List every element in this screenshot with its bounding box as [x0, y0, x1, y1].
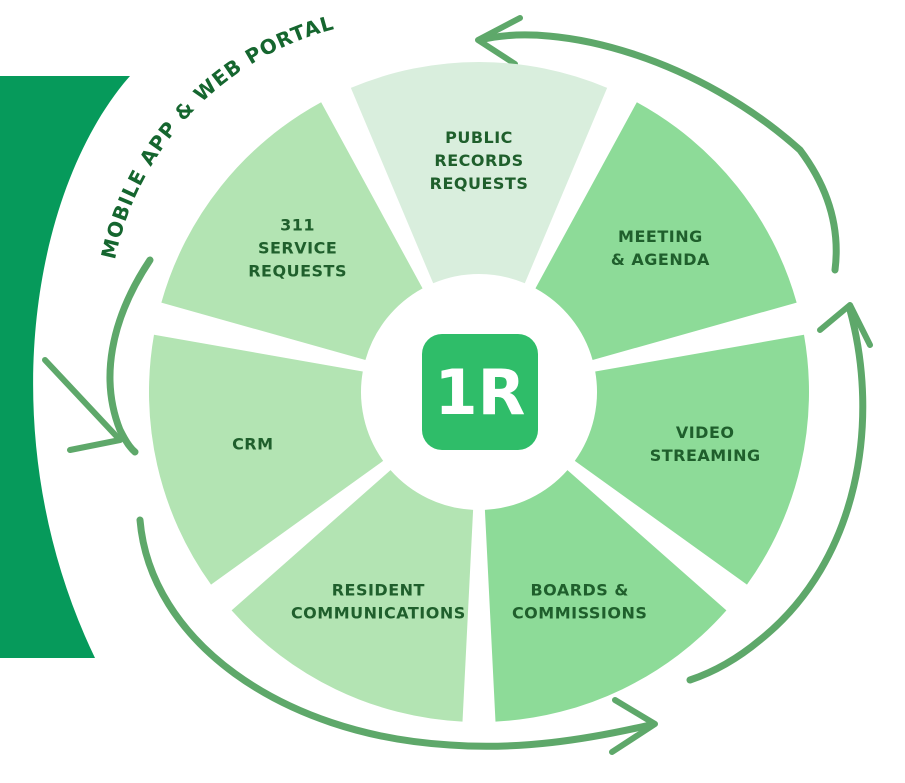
cycle-arrow-bottom-head	[609, 697, 658, 755]
cycle-arrow-bottom	[136, 516, 654, 750]
service-segments: PUBLIC RECORDS REQUESTS MEETING & AGENDA VIDE…	[149, 62, 809, 722]
cycle-arrows	[42, 15, 873, 755]
segment-label-line: REQUESTS	[430, 174, 529, 193]
segment-label-line: BOARDS &	[530, 581, 628, 600]
cycle-arrow-top-head	[475, 15, 523, 67]
cycle-arrow-left-head	[42, 357, 123, 453]
segment-label-line: CRM	[232, 435, 273, 454]
segment-video-streaming	[574, 334, 809, 585]
segment-label-line: RECORDS	[434, 151, 523, 170]
segment-label-public-records: PUBLIC RECORDS REQUESTS	[430, 128, 529, 193]
green-side-band	[0, 76, 130, 658]
segment-label-line: PUBLIC	[445, 128, 513, 147]
segment-public-records	[350, 62, 608, 284]
segment-label-line: COMMISSIONS	[512, 604, 647, 623]
segment-label-line: REQUESTS	[248, 261, 347, 280]
cycle-arrow-top	[476, 31, 840, 274]
segment-label-line: VIDEO	[676, 423, 735, 442]
app-logo-text: 1R	[435, 356, 526, 429]
segment-meeting-agenda	[535, 102, 797, 361]
segment-crm	[149, 334, 384, 585]
segment-label-meeting-agenda: MEETING & AGENDA	[611, 227, 710, 269]
segment-label-line: SERVICE	[258, 238, 337, 257]
cycle-arrow-right-head	[817, 302, 873, 348]
cycle-arrow-left	[106, 256, 154, 456]
segment-label-crm: CRM	[232, 435, 273, 454]
cycle-arrow-right	[686, 306, 867, 684]
segment-label-resident-communications: RESIDENT COMMUNICATIONS	[291, 581, 466, 623]
segment-label-line: COMMUNICATIONS	[291, 604, 466, 623]
segment-resident-communications	[231, 470, 474, 722]
segment-label-line: MEETING	[618, 227, 703, 246]
segment-label-video-streaming: VIDEO STREAMING	[650, 423, 761, 465]
segment-311-service	[161, 102, 423, 361]
segment-boards-commissions	[484, 470, 727, 722]
segment-label-line: 311	[280, 215, 315, 234]
app-logo-icon	[422, 334, 538, 450]
segment-label-line: RESIDENT	[332, 581, 425, 600]
segment-label-boards-commissions: BOARDS & COMMISSIONS	[512, 581, 647, 623]
segment-label-line: STREAMING	[650, 446, 761, 465]
segment-label-line: & AGENDA	[611, 250, 710, 269]
